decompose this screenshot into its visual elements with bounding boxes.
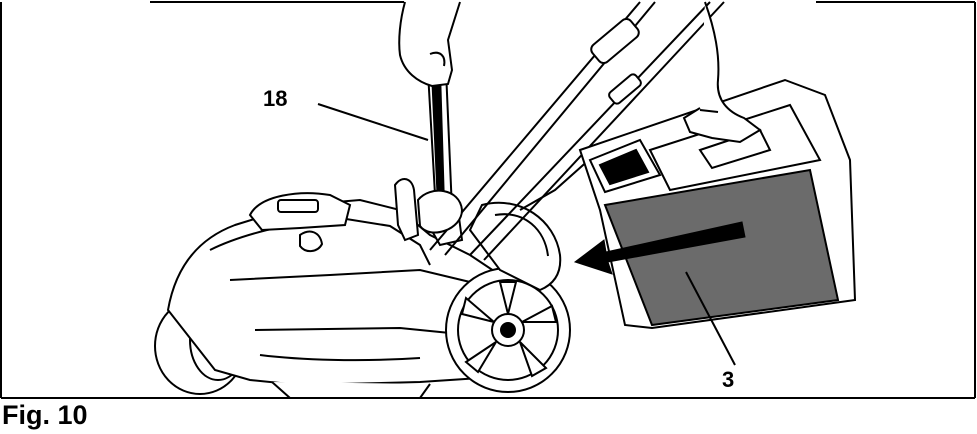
arrow-left-icon <box>573 221 746 275</box>
mower-deck <box>166 178 532 399</box>
hand-icon <box>682 1 762 144</box>
handle-bar <box>429 1 725 261</box>
figure-caption: Fig. 10 <box>2 400 88 430</box>
figure-frame <box>0 1 976 399</box>
hand-icon <box>398 1 461 88</box>
callout-18-label: 18 <box>263 86 288 111</box>
safety-key <box>416 68 464 234</box>
callout-3-label: 3 <box>722 367 735 392</box>
front-wheel <box>468 201 562 292</box>
rear-wheel <box>445 267 571 393</box>
callout-leaders <box>317 103 736 366</box>
battery-pack <box>578 78 857 330</box>
